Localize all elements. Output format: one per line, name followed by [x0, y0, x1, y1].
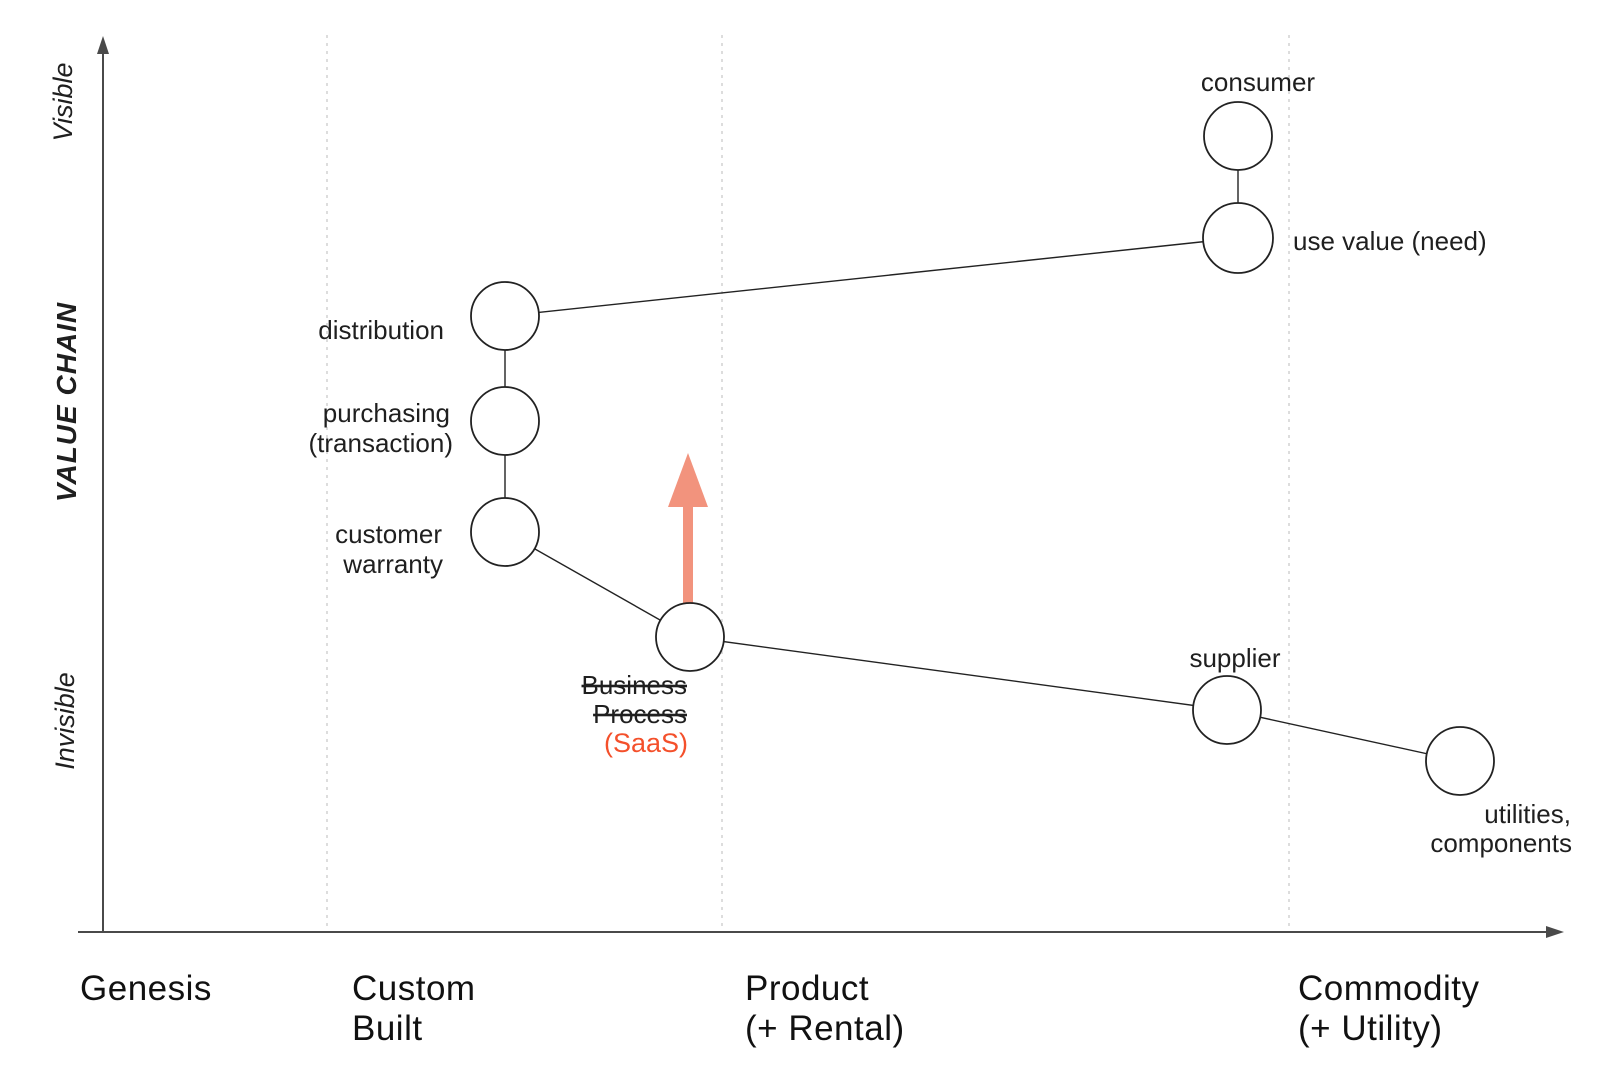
- label-customer-warranty-line1: customer: [335, 519, 442, 549]
- stage-commodity-line2: (+ Utility): [1298, 1009, 1443, 1048]
- stage-product-line1: Product: [745, 969, 869, 1008]
- label-consumer: consumer: [1201, 67, 1315, 97]
- label-distribution: distribution: [318, 315, 444, 345]
- stage-product-line2: (+ Rental): [745, 1009, 905, 1048]
- y-axis-arrowhead-icon: [97, 36, 109, 54]
- edge-customer-warranty-business-process: [504, 531, 691, 638]
- y-axis-invisible-label: Invisible: [50, 672, 80, 770]
- node-business-process: [655, 602, 725, 672]
- label-utilities-line1: utilities,: [1484, 799, 1571, 829]
- label-use-value: use value (need): [1293, 226, 1487, 256]
- node-use-value: [1202, 202, 1274, 274]
- y-axis-visible-label: Visible: [48, 62, 78, 141]
- stage-custom-built-line2: Built: [352, 1009, 423, 1048]
- stage-commodity-line1: Commodity: [1298, 969, 1479, 1008]
- label-business-process-line2: Process: [593, 699, 687, 729]
- label-customer-warranty-line2: warranty: [342, 549, 443, 579]
- label-utilities-line2: components: [1430, 828, 1572, 858]
- edge-use-value-distribution: [504, 237, 1239, 317]
- stage-genesis-line1: Genesis: [80, 969, 212, 1008]
- node-purchasing: [470, 386, 540, 456]
- node-consumer: [1203, 101, 1273, 171]
- evolution-arrow-head-icon: [668, 453, 708, 507]
- edge-supplier-utilities: [1226, 709, 1461, 762]
- edge-business-process-supplier: [689, 636, 1228, 711]
- stage-custom-built-line1: Custom: [352, 969, 476, 1008]
- label-purchasing-line1: purchasing: [323, 398, 450, 428]
- node-utilities: [1425, 726, 1495, 796]
- node-supplier: [1192, 675, 1262, 745]
- x-axis-arrowhead-icon: [1546, 926, 1564, 938]
- label-purchasing-line2: (transaction): [309, 428, 454, 458]
- node-distribution: [470, 281, 540, 351]
- evolution-arrow: [668, 453, 708, 605]
- label-supplier: supplier: [1189, 643, 1280, 673]
- y-axis-title: VALUE CHAIN: [51, 302, 82, 502]
- node-customer-warranty: [470, 497, 540, 567]
- label-saas-annotation: (SaaS): [604, 728, 688, 758]
- evolution-arrow-shaft: [683, 500, 693, 605]
- label-business-process-line1: Business: [582, 670, 688, 700]
